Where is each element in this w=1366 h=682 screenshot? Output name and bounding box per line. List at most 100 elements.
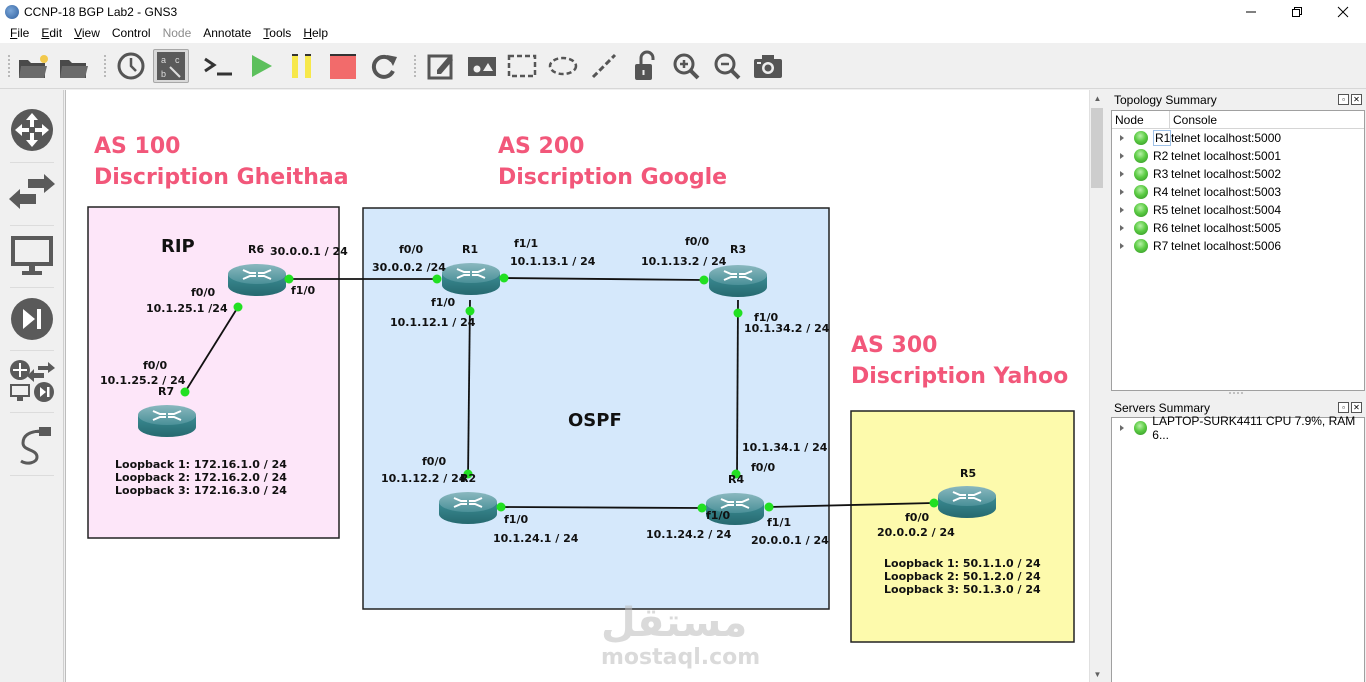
r2-f0-0-label[interactable]: f0/0 [422,455,446,468]
link-r3-r4[interactable] [736,299,739,476]
r2-f1-0-label[interactable]: f1/0 [504,513,528,526]
r5-f0-0-label[interactable]: f0/0 [905,511,929,524]
as100-zone[interactable] [87,206,340,539]
link-r1-r2[interactable] [467,299,471,479]
zoom-out-button[interactable] [709,49,745,83]
router-r6[interactable] [227,263,287,297]
router-r2[interactable] [438,491,498,525]
close-panel-button[interactable]: ✕ [1351,94,1362,105]
link-r6-r7[interactable] [184,306,239,393]
expand-arrow-icon[interactable] [1120,153,1124,159]
router-r7[interactable] [137,404,197,438]
menu-edit[interactable]: Edit [41,26,63,40]
servers-summary-tree[interactable]: LAPTOP-SURK4411 CPU 7.9%, RAM 6... [1111,414,1365,682]
r2-f0-0-ip[interactable]: 10.1.12.2 / 24 [381,472,467,485]
r4-f0-0-ip[interactable]: 10.1.34.1 / 24 [742,441,828,454]
expand-arrow-icon[interactable] [1120,135,1124,141]
r6-f0-0-ip[interactable]: 10.1.25.1 /24 [146,302,228,315]
r6-f0-0-label[interactable]: f0/0 [191,286,215,299]
maximize-button[interactable] [1274,0,1320,23]
r3-f1-0-label[interactable]: f1/0 [754,311,778,324]
router-r4-name[interactable]: R4 [728,473,744,486]
as200-description[interactable]: Discription Google [498,165,727,190]
menu-view[interactable]: View [74,26,100,40]
menu-help[interactable]: Help [303,26,328,40]
toolbar-grip[interactable] [414,55,417,77]
link-r2-r4[interactable] [500,506,703,509]
start-all-button[interactable] [243,49,279,83]
as100-loopback-2[interactable]: Loopback 2: 172.16.2.0 / 24 [115,471,287,484]
r1-f1-0-ip[interactable]: 10.1.12.1 / 24 [390,316,476,329]
as300-label[interactable]: AS 300 [851,333,937,358]
add-note-button[interactable] [423,49,459,83]
expand-arrow-icon[interactable] [1120,171,1124,177]
reload-all-button[interactable] [366,49,402,83]
close-button[interactable] [1320,0,1366,23]
r4-f1-0-label[interactable]: f1/0 [706,509,730,522]
as300-description[interactable]: Discription Yahoo [851,364,1068,389]
router-r5-name[interactable]: R5 [960,467,976,480]
stop-all-button[interactable] [325,49,361,83]
as100-label[interactable]: AS 100 [94,134,180,159]
r6-f1-0-label[interactable]: f1/0 [291,284,315,297]
add-link-button[interactable] [6,416,58,472]
r7-f0-0-ip[interactable]: 10.1.25.2 / 24 [100,374,186,387]
server-row[interactable]: LAPTOP-SURK4411 CPU 7.9%, RAM 6... [1112,414,1364,442]
router-r6-name[interactable]: R6 [248,243,264,256]
r1-f0-0-label[interactable]: f0/0 [399,243,423,256]
r4-f1-1-ip[interactable]: 20.0.0.1 / 24 [751,534,829,547]
browse-routers-button[interactable] [6,102,58,158]
insert-picture-button[interactable] [464,49,500,83]
as100-description[interactable]: Discription Gheithaa [94,165,349,190]
r2-f1-0-ip[interactable]: 10.1.24.1 / 24 [493,532,579,545]
r4-f0-0-label[interactable]: f0/0 [751,461,775,474]
snapshot-button[interactable] [113,49,149,83]
router-r3-name[interactable]: R3 [730,243,746,256]
expand-arrow-icon[interactable] [1120,243,1124,249]
as300-zone[interactable] [850,410,1075,643]
scroll-thumb[interactable] [1091,108,1103,188]
router-r1-name[interactable]: R1 [462,243,478,256]
menu-node[interactable]: Node [162,26,192,40]
r4-f1-1-label[interactable]: f1/1 [767,516,791,529]
console-all-button[interactable] [200,49,236,83]
link-r4-r5[interactable] [768,502,934,508]
toolbar-grip[interactable] [104,55,107,77]
zoom-in-button[interactable] [668,49,704,83]
expand-arrow-icon[interactable] [1120,225,1124,231]
as300-loopback-2[interactable]: Loopback 2: 50.1.2.0 / 24 [884,570,1041,583]
draw-line-button[interactable] [586,49,622,83]
toolbar-grip[interactable] [8,55,11,77]
menu-control[interactable]: Control [111,26,151,40]
new-project-button[interactable] [15,49,51,83]
column-header-console[interactable]: Console [1173,113,1218,127]
canvas-vertical-scrollbar[interactable]: ▲ ▼ [1089,90,1104,682]
as300-loopback-3[interactable]: Loopback 3: 50.1.3.0 / 24 [884,583,1041,596]
dock-splitter[interactable] [1229,392,1243,394]
r6-f1-0-ip[interactable]: 30.0.0.1 / 24 [270,245,348,258]
browse-security-devices-button[interactable] [6,291,58,347]
as100-loopback-1[interactable]: Loopback 1: 172.16.1.0 / 24 [115,458,287,471]
ospf-label[interactable]: OSPF [568,410,622,431]
rip-label[interactable]: RIP [161,236,195,257]
scroll-up-arrow[interactable]: ▲ [1093,93,1102,103]
close-panel-button[interactable]: ✕ [1351,402,1362,413]
router-r5[interactable] [937,485,997,519]
r7-f0-0-label[interactable]: f0/0 [143,359,167,372]
r1-f1-0-label[interactable]: f1/0 [431,296,455,309]
r4-f1-0-ip[interactable]: 10.1.24.2 / 24 [646,528,732,541]
expand-arrow-icon[interactable] [1120,425,1124,431]
screenshot-button[interactable] [750,49,786,83]
r1-f1-1-label[interactable]: f1/1 [514,237,538,250]
lock-unlock-button[interactable] [627,49,663,83]
menu-annotate[interactable]: Annotate [203,26,252,40]
draw-ellipse-button[interactable] [545,49,581,83]
expand-arrow-icon[interactable] [1120,207,1124,213]
browse-end-devices-button[interactable] [6,228,58,284]
